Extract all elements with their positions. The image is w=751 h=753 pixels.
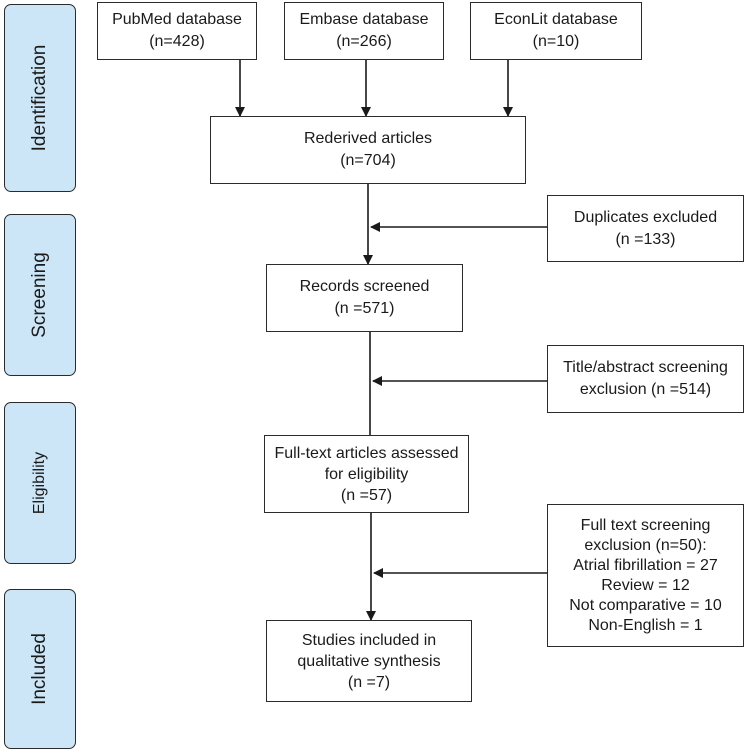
fulltext-count: (n =57) — [340, 486, 393, 504]
source-econlit-count: (n=10) — [532, 33, 580, 50]
title-exclusion-box: Title/abstract screening exclusion (n =5… — [547, 345, 744, 413]
fulltext-line1: Full-text articles assessed — [274, 444, 459, 462]
source-pubmed-name: PubMed database — [112, 11, 242, 28]
fulltext-box: Full-text articles assessed for eligibil… — [264, 435, 469, 513]
fulltext-exclusion-line2: exclusion (n=50): — [584, 536, 707, 554]
source-embase-count: (n=266) — [336, 33, 392, 50]
source-econlit-box: EconLit database (n=10) — [470, 2, 642, 60]
stage-eligibility: Eligibility — [4, 402, 76, 564]
duplicates-label: Duplicates excluded — [573, 208, 718, 226]
source-econlit-name: EconLit database — [494, 11, 618, 28]
included-line2: qualitative synthesis — [297, 652, 441, 670]
fulltext-exclusion-line3: Atrial fibrillation = 27 — [573, 556, 718, 574]
stage-eligibility-label: Eligibility — [31, 451, 48, 515]
retrieved-count: (n=704) — [340, 152, 396, 169]
retrieved-label: Rederived articles — [303, 130, 433, 147]
screened-count: (n =571) — [334, 300, 395, 317]
duplicates-count: (n =133) — [615, 230, 676, 248]
title-exclusion-line2: exclusion (n =514) — [579, 381, 712, 398]
fulltext-exclusion-line5: Not comparative = 10 — [569, 596, 722, 614]
retrieved-box: Rederived articles (n=704) — [210, 116, 526, 184]
fulltext-exclusion-line4: Review = 12 — [601, 576, 690, 594]
fulltext-exclusion-line6: Non-English = 1 — [588, 616, 703, 634]
title-exclusion-line1: Title/abstract screening — [563, 359, 728, 376]
screened-box: Records screened (n =571) — [266, 264, 463, 332]
stage-identification: Identification — [4, 4, 76, 192]
source-pubmed-box: PubMed database (n=428) — [97, 2, 257, 60]
fulltext-line2: for eligibility — [324, 465, 409, 483]
stage-screening: Screening — [4, 214, 76, 376]
included-line1: Studies included in — [301, 631, 437, 649]
stage-included-label: Included — [29, 633, 50, 705]
duplicates-box: Duplicates excluded (n =133) — [547, 195, 744, 262]
screened-label: Records screened — [299, 278, 430, 295]
stage-identification-label: Identification — [29, 44, 50, 152]
fulltext-exclusion-box: Full text screening exclusion (n=50): At… — [547, 504, 744, 647]
source-embase-name: Embase database — [299, 11, 429, 28]
included-count: (n =7) — [347, 673, 391, 691]
included-box: Studies included in qualitative synthesi… — [266, 620, 472, 702]
fulltext-exclusion-line1: Full text screening — [580, 516, 711, 534]
source-embase-box: Embase database (n=266) — [284, 2, 444, 60]
fulltext-box-count-area — [264, 512, 469, 513]
stage-included: Included — [4, 589, 76, 749]
source-pubmed-count: (n=428) — [149, 33, 205, 50]
stage-screening-label: Screening — [29, 252, 50, 338]
